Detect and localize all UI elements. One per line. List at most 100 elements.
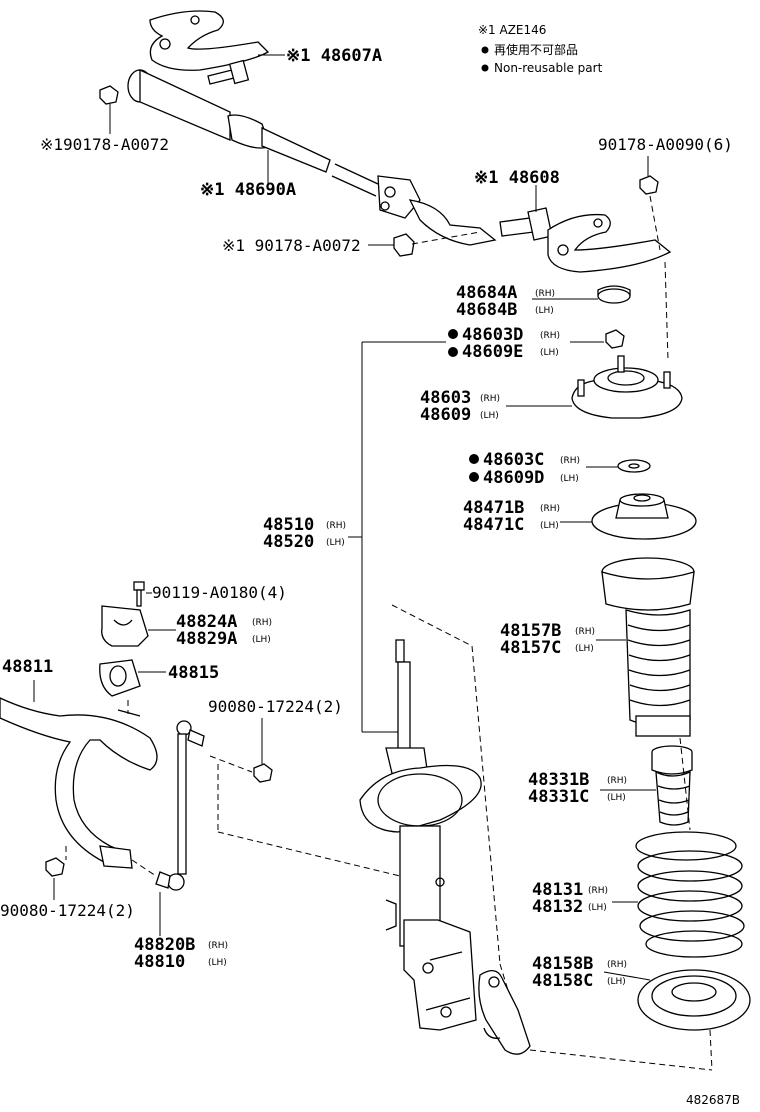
- dashed-guide: [709, 1029, 713, 1071]
- part-label-48471C: 48471C: [463, 515, 524, 535]
- non-reusable-dot-icon: [469, 472, 479, 482]
- part-label-48331C: 48331C: [528, 787, 589, 807]
- part-label-48603C: 48603C: [483, 450, 544, 470]
- part-label-48684A: 48684A: [456, 283, 517, 303]
- non-reusable-dot-icon: [469, 454, 479, 464]
- side-lh: (LH): [540, 521, 559, 531]
- side-lh: (LH): [535, 306, 554, 316]
- part-label-48690A: ※1 48690A: [200, 180, 296, 200]
- figure-reference: 482687B: [686, 1093, 740, 1107]
- spring-seat-48471-illustration: [591, 493, 697, 540]
- part-label-48824A: 48824A: [176, 612, 237, 632]
- nut-90178-a0072-mid-illustration: [393, 233, 415, 257]
- part-label-90178-A0072-top: ※190178-A0072: [40, 135, 169, 154]
- non-reusable-dot-icon: [481, 64, 489, 72]
- bolt-90119-illustration: [133, 581, 145, 607]
- washer-48603c-illustration: [617, 459, 651, 473]
- side-rh: (RH): [540, 331, 560, 341]
- side-rh: (RH): [607, 960, 627, 970]
- part-label-48603D: 48603D: [462, 325, 523, 345]
- dashed-guide: [131, 859, 157, 877]
- side-rh: (RH): [208, 941, 228, 951]
- leader-line: [603, 971, 651, 981]
- part-label-90080-17224-right: 90080-17224(2): [208, 697, 343, 716]
- bushing-48815-illustration: [99, 659, 141, 697]
- part-label-48829A: 48829A: [176, 629, 237, 649]
- dashed-guide: [209, 755, 253, 773]
- side-rh: (RH): [588, 886, 608, 896]
- part-label-90178-A0072-mid: ※1 90178-A0072: [222, 236, 361, 255]
- side-rh: (RH): [540, 504, 560, 514]
- part-label-90119-A0180: 90119-A0180(4): [152, 583, 287, 602]
- dashed-guide: [679, 737, 691, 831]
- legend-non-reusable-jp: 再使用不可部品: [494, 42, 578, 57]
- side-rh: (RH): [326, 521, 346, 531]
- side-lh: (LH): [480, 411, 499, 421]
- side-lh: (LH): [575, 644, 594, 654]
- strut-mount-48603-illustration: [571, 355, 683, 419]
- nut-90080-left-illustration: [45, 857, 65, 877]
- part-label-48331B: 48331B: [528, 770, 589, 790]
- stabilizer-bar-48811-illustration: [0, 697, 158, 869]
- dashed-guide: [649, 195, 661, 251]
- coil-spring-48131-illustration: [635, 831, 745, 958]
- part-label-48520: 48520: [263, 532, 314, 552]
- part-label-48811: 48811: [2, 657, 53, 677]
- lower-insulator-48158-illustration: [637, 969, 751, 1031]
- bump-boot-48157-illustration: [601, 557, 695, 737]
- part-label-48608: ※1 48608: [474, 168, 560, 188]
- nut-90080-right-illustration: [253, 763, 273, 783]
- cap-48684-illustration: [597, 285, 631, 304]
- nut-90178-a0090-illustration: [639, 175, 659, 195]
- part-label-48131: 48131: [532, 880, 583, 900]
- bracket-48824a-illustration: [101, 605, 149, 647]
- part-label-90178-A0090: 90178-A0090(6): [598, 135, 733, 154]
- dashed-guide: [65, 700, 129, 860]
- side-lh: (LH): [607, 793, 626, 803]
- nut-90178-a0072-top-illustration: [99, 85, 119, 105]
- lower-arm-illustration: [478, 970, 531, 1055]
- legend-aze-note: ※1 AZE146: [478, 23, 546, 37]
- part-label-48510: 48510: [263, 515, 314, 535]
- stabilizer-bar-48690a-illustration: [127, 68, 497, 246]
- bump-stopper-48331-illustration: [651, 745, 693, 826]
- non-reusable-dot-icon: [448, 347, 458, 357]
- part-label-48684B: 48684B: [456, 300, 517, 320]
- part-label-48157B: 48157B: [500, 621, 561, 641]
- side-rh: (RH): [480, 394, 500, 404]
- non-reusable-dot-icon: [481, 46, 489, 54]
- dashed-guide: [529, 1049, 713, 1071]
- strut-48510-illustration: [359, 639, 482, 1031]
- side-lh: (LH): [252, 635, 271, 645]
- side-lh: (LH): [208, 958, 227, 968]
- part-label-48815: 48815: [168, 663, 219, 683]
- legend-non-reusable-en: Non-reusable part: [494, 61, 603, 75]
- part-label-48132: 48132: [532, 897, 583, 917]
- side-lh: (LH): [588, 903, 607, 913]
- part-label-48609E: 48609E: [462, 342, 523, 362]
- part-label-90080-17224-left: 90080-17224(2): [0, 901, 135, 920]
- side-rh: (RH): [535, 289, 555, 299]
- part-label-48157C: 48157C: [500, 638, 561, 658]
- non-reusable-dot-icon: [448, 329, 458, 339]
- bolt-illustration: [207, 59, 250, 85]
- upper-bracket-48608-illustration: [499, 207, 672, 273]
- part-label-48158C: 48158C: [532, 971, 593, 991]
- part-label-48603: 48603: [420, 388, 471, 408]
- part-label-48609D: 48609D: [483, 468, 544, 488]
- part-label-48158B: 48158B: [532, 954, 593, 974]
- upper-bracket-48607a-illustration: [149, 10, 270, 71]
- part-label-48810: 48810: [134, 952, 185, 972]
- side-lh: (LH): [560, 474, 579, 484]
- stabilizer-link-48820b-illustration: [155, 720, 205, 891]
- side-lh: (LH): [540, 348, 559, 358]
- side-lh: (LH): [607, 977, 626, 987]
- dashed-guide: [217, 831, 401, 877]
- part-label-48471B: 48471B: [463, 498, 524, 518]
- part-label-48820B: 48820B: [134, 935, 195, 955]
- side-rh: (RH): [607, 776, 627, 786]
- nut-48603d-illustration: [605, 329, 625, 349]
- side-lh: (LH): [326, 538, 345, 548]
- side-rh: (RH): [252, 618, 272, 628]
